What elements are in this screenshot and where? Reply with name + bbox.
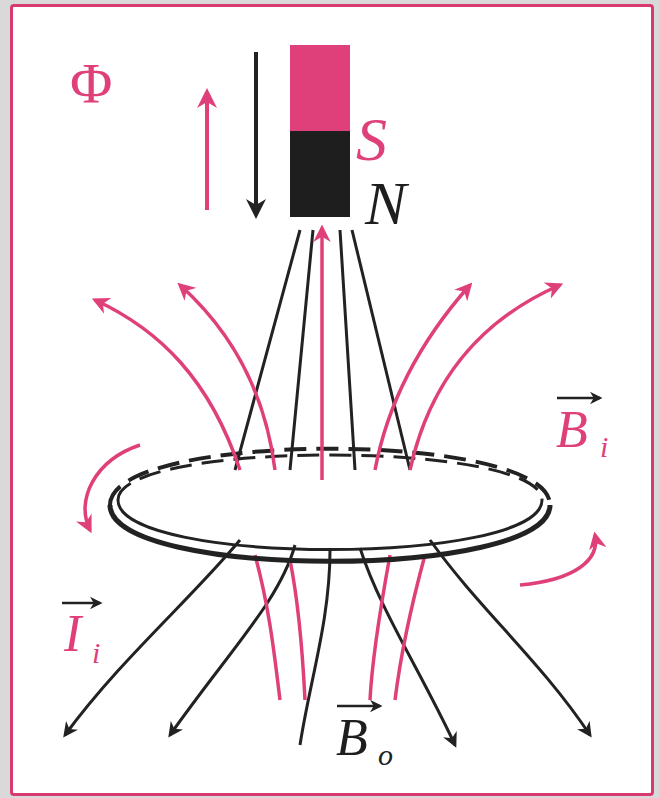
induced-field-lines xyxy=(85,228,596,700)
pole-label: N xyxy=(365,172,406,234)
magnet-field-lines xyxy=(65,230,590,745)
field-symbol: B xyxy=(556,404,588,456)
magnet-south xyxy=(290,45,350,131)
field-symbol: B xyxy=(336,712,368,764)
flux-symbol: Φ xyxy=(70,55,112,113)
subscript: o xyxy=(378,740,393,770)
subscript: i xyxy=(600,432,608,462)
flux-change-arrow xyxy=(205,92,209,210)
current-symbol: I xyxy=(64,608,81,660)
magnet-north xyxy=(290,131,350,217)
motion-arrow xyxy=(254,52,258,215)
subscript: i xyxy=(92,638,100,668)
pole-label: S xyxy=(356,108,387,170)
conducting-ring xyxy=(110,505,550,561)
